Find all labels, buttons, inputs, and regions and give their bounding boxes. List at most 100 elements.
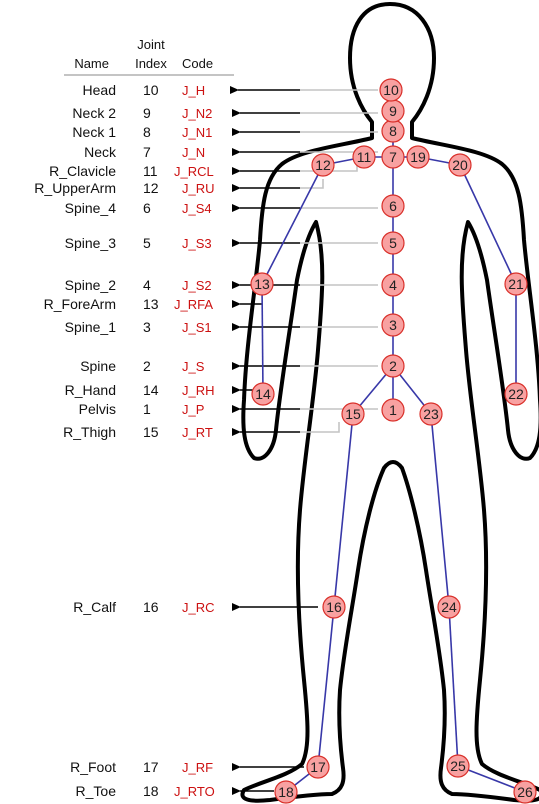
joint-label-22: 22 xyxy=(508,386,524,402)
joint-name-j-rh: R_Hand xyxy=(65,382,116,398)
header-name: Name xyxy=(74,56,109,71)
joint-name-j-s2: Spine_2 xyxy=(65,277,117,293)
joint-label-24: 24 xyxy=(441,599,457,615)
joint-name-j-rfa: R_ForeArm xyxy=(44,296,116,312)
joint-name-j-rf: R_Foot xyxy=(70,759,116,775)
joint-26: 26 xyxy=(514,781,536,803)
joint-label-4: 4 xyxy=(389,277,397,293)
joint-code-j-n: J_N xyxy=(182,145,205,160)
joint-index-j-rt: 15 xyxy=(143,424,159,440)
joint-label-9: 9 xyxy=(389,103,397,119)
joint-code-j-n1: J_N1 xyxy=(182,125,212,140)
joint-code-j-ru: J_RU xyxy=(182,181,215,196)
joint-13: 13 xyxy=(251,273,273,295)
joint-index-j-rfa: 13 xyxy=(143,296,159,312)
joint-label-18: 18 xyxy=(278,784,294,800)
joint-name-j-rt: R_Thigh xyxy=(63,424,116,440)
header-index: Index xyxy=(135,56,167,71)
joint-index-j-s3: 5 xyxy=(143,235,151,251)
joint-17: 17 xyxy=(307,756,329,778)
bone-15-16 xyxy=(334,414,353,607)
joint-label-7: 7 xyxy=(389,149,397,165)
joint-code-j-rf: J_RF xyxy=(182,760,213,775)
bone-24-25 xyxy=(449,607,458,766)
bone-16-17 xyxy=(318,607,334,767)
joint-code-j-rfa: J_RFA xyxy=(174,297,213,312)
joint-label-21: 21 xyxy=(508,276,524,292)
joint-name-j-s3: Spine_3 xyxy=(65,235,117,251)
joint-19: 19 xyxy=(407,146,429,168)
joint-name-j-ru: R_UpperArm xyxy=(34,180,116,196)
joint-label-15: 15 xyxy=(345,406,361,422)
joint-label-23: 23 xyxy=(423,406,439,422)
joint-name-j-rto: R_Toe xyxy=(76,783,117,799)
joint-code-j-rto: J_RTO xyxy=(174,784,215,799)
joint-code-j-s3: J_S3 xyxy=(182,236,212,251)
joint-index-j-s4: 6 xyxy=(143,200,151,216)
joint-label-12: 12 xyxy=(315,157,331,173)
joint-index-j-n2: 9 xyxy=(143,105,151,121)
joint-18: 18 xyxy=(275,781,297,803)
joint-name-j-rcl: R_Clavicle xyxy=(49,163,116,179)
joint-label-5: 5 xyxy=(389,235,397,251)
joint-index-j-h: 10 xyxy=(143,82,159,98)
joint-9: 9 xyxy=(382,100,404,122)
header-code: Code xyxy=(182,56,213,71)
joint-index-j-n1: 8 xyxy=(143,124,151,140)
joint-6: 6 xyxy=(382,195,404,217)
joint-code-j-h: J_H xyxy=(182,83,205,98)
joint-code-j-rcl: J_RCL xyxy=(174,164,214,179)
joint-name-j-n2: Neck 2 xyxy=(72,105,116,121)
joint-name-j-s1: Spine_1 xyxy=(65,319,117,335)
joint-label-2: 2 xyxy=(389,358,397,374)
joint-index-j-s1: 3 xyxy=(143,319,151,335)
joint-index-j-s2: 4 xyxy=(143,277,151,293)
bone-23-24 xyxy=(431,414,449,607)
joint-1: 1 xyxy=(382,399,404,421)
joint-name-j-s4: Spine_4 xyxy=(65,200,117,216)
joint-24: 24 xyxy=(438,596,460,618)
joint-label-17: 17 xyxy=(310,759,326,775)
joint-4: 4 xyxy=(382,274,404,296)
joint-code-j-rt: J_RT xyxy=(182,425,213,440)
joint-code-j-s1: J_S1 xyxy=(182,320,212,335)
joint-label-13: 13 xyxy=(254,276,270,292)
joint-5: 5 xyxy=(382,232,404,254)
joint-index-j-rto: 18 xyxy=(143,783,159,799)
joint-name-j-n1: Neck 1 xyxy=(72,124,116,140)
joint-label-19: 19 xyxy=(410,149,426,165)
joint-code-j-p: J_P xyxy=(182,402,204,417)
joint-index-j-rc: 16 xyxy=(143,599,159,615)
joint-25: 25 xyxy=(447,755,469,777)
joint-name-j-p: Pelvis xyxy=(79,401,116,417)
joint-index-j-rf: 17 xyxy=(143,759,159,775)
joint-label-8: 8 xyxy=(389,123,397,139)
joint-label-20: 20 xyxy=(452,157,468,173)
joint-code-j-s: J_S xyxy=(182,359,205,374)
joint-label-10: 10 xyxy=(383,82,399,98)
joint-label-16: 16 xyxy=(326,599,342,615)
joint-label-26: 26 xyxy=(517,784,533,800)
joint-code-j-rc: J_RC xyxy=(182,600,215,615)
joint-index-j-n: 7 xyxy=(143,144,151,160)
joint-code-j-rh: J_RH xyxy=(182,383,215,398)
joint-index-j-s: 2 xyxy=(143,358,151,374)
joint-16: 16 xyxy=(323,596,345,618)
joint-index-j-rh: 14 xyxy=(143,382,159,398)
joint-label-11: 11 xyxy=(357,149,372,165)
joint-name-j-n: Neck xyxy=(84,144,117,160)
joint-index-j-ru: 12 xyxy=(143,180,159,196)
joint-index-j-rcl: 11 xyxy=(143,163,158,179)
joint-15: 15 xyxy=(342,403,364,425)
joint-11: 11 xyxy=(353,146,375,168)
joint-code-j-s2: J_S2 xyxy=(182,278,212,293)
joint-22: 22 xyxy=(505,383,527,405)
bone-13-14 xyxy=(262,284,263,394)
joint-name-j-rc: R_Calf xyxy=(73,599,116,615)
joint-code-j-s4: J_S4 xyxy=(182,201,212,216)
joint-14: 14 xyxy=(252,383,274,405)
leader-line-j-rt xyxy=(300,422,339,432)
joint-name-j-s: Spine xyxy=(80,358,116,374)
